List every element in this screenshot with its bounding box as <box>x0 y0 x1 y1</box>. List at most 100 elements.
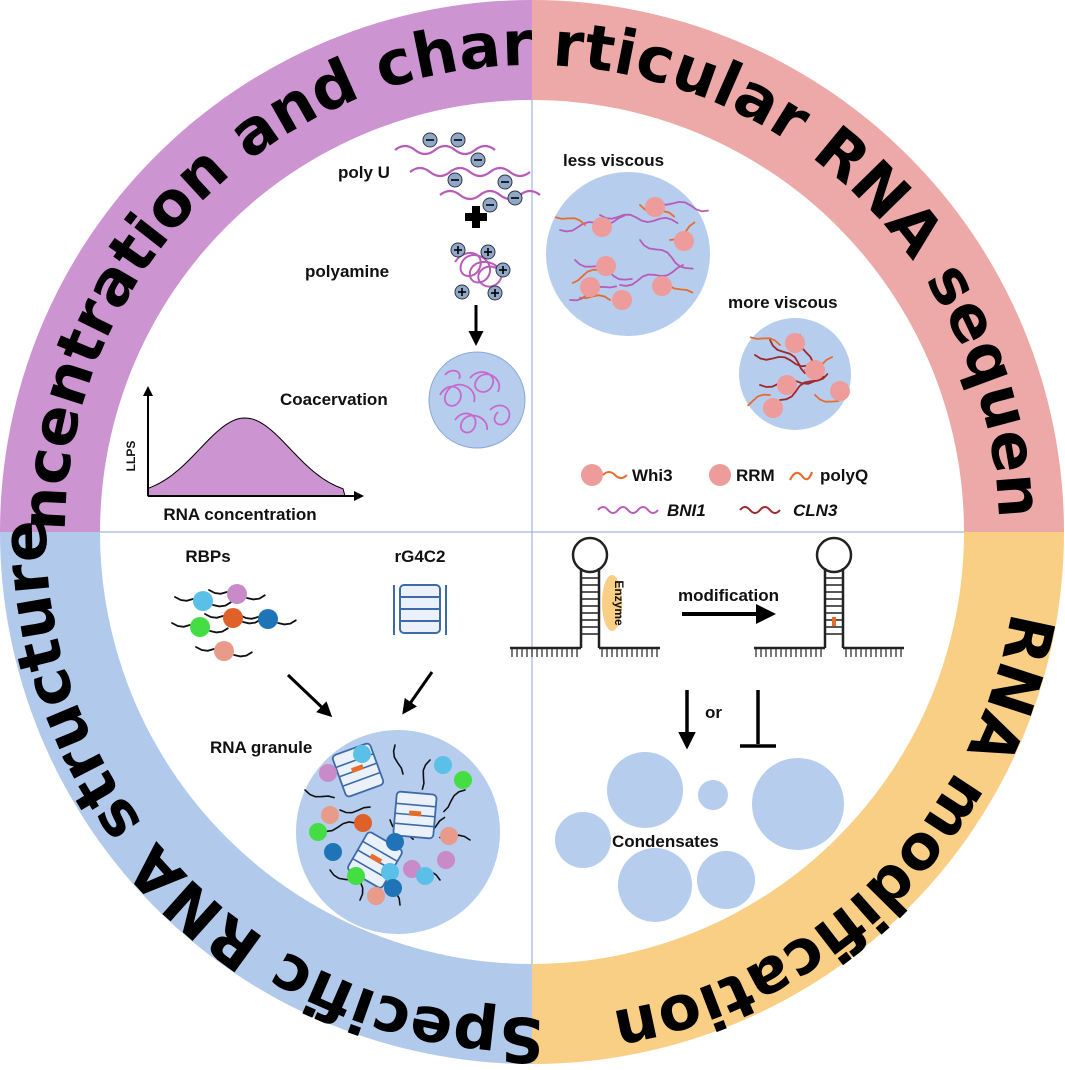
legend-polyq-label: polyQ <box>820 466 868 485</box>
negative-charge-icon <box>482 197 498 213</box>
label-rna-granule: RNA granule <box>210 738 312 757</box>
rbp-protein-icon <box>324 843 342 861</box>
condensate-droplets <box>555 752 844 922</box>
coacervate-droplet <box>428 351 526 449</box>
enzyme-icon <box>602 575 622 631</box>
less-viscous-molecules <box>554 197 709 310</box>
whi3-protein-icon <box>612 290 632 310</box>
legend: Whi3 RRM polyQ BNI1 CLN3 <box>581 464 868 520</box>
enzyme-label: Enzyme <box>612 580 626 626</box>
rbp-protein-icon <box>454 771 472 789</box>
inhibition-bar-icon <box>740 690 776 748</box>
rbp-protein-icon <box>386 833 404 851</box>
plus-sign-icon <box>465 206 487 228</box>
legend-rrm-icon <box>709 464 731 486</box>
legend-cln3-label: CLN3 <box>793 501 838 520</box>
positive-charge-icon <box>495 262 511 278</box>
legend-bni1-label: BNI1 <box>667 501 706 520</box>
legend-cln3-icon <box>739 506 781 514</box>
legend-whi3-tail-icon <box>602 471 628 479</box>
coacervate-tangles <box>439 369 511 434</box>
whi3-protein-icon <box>674 231 694 251</box>
rbp-protein-icon <box>321 806 339 824</box>
whi3-protein-icon <box>652 276 672 296</box>
whi3-protein-icon <box>592 217 612 237</box>
more-viscous-molecules <box>747 333 850 418</box>
positive-charge-icon <box>480 244 496 260</box>
rna-hairpin-modified <box>754 536 904 657</box>
negative-charge-icon <box>450 132 466 148</box>
rbp-protein-icon <box>381 863 399 881</box>
rbp-protein-icon <box>354 814 372 832</box>
rbp-protein-icon <box>437 851 455 869</box>
negative-charges <box>422 132 523 213</box>
positive-charge-icon <box>454 284 470 300</box>
whi3-protein-icon <box>785 333 805 353</box>
rbp-protein-icon <box>258 609 278 629</box>
arrow-rbps-to-granule <box>286 673 333 718</box>
whi3-protein-icon <box>777 375 797 395</box>
rbp-protein-icon <box>440 827 458 845</box>
arrow-rg4c2-to-granule <box>402 671 434 715</box>
negative-charge-icon <box>497 174 513 190</box>
label-more-viscous: more viscous <box>728 293 838 312</box>
llps-x-label: RNA concentration <box>163 505 316 524</box>
quadrant-rna-structure: RBPs rG4C2 RNA granule <box>171 547 500 934</box>
whi3-protein-icon <box>805 360 825 380</box>
g-quadruplex-icon <box>392 790 438 840</box>
rbp-protein-icon <box>227 584 247 604</box>
modification-mark <box>832 617 836 626</box>
negative-charge-icon <box>470 152 486 168</box>
negative-charge-icon <box>422 132 438 148</box>
label-condensates: Condensates <box>612 832 719 851</box>
label-polyamine: polyamine <box>305 262 389 281</box>
llps-y-label: LLPS <box>124 441 138 472</box>
legend-rrm-label: RRM <box>736 466 775 485</box>
rbp-protein-icon <box>214 641 234 661</box>
llps-plot: LLPS RNA concentration <box>124 386 364 524</box>
g-quadruplex-icon <box>331 742 385 798</box>
legend-polyq-icon <box>789 471 814 481</box>
label-less-viscous: less viscous <box>563 151 664 170</box>
granule-contents <box>304 742 472 906</box>
polyamine-coil <box>454 252 503 288</box>
whi3-protein-icon <box>830 381 850 401</box>
g-quadruplex-icon <box>393 584 447 635</box>
rbp-protein-icon <box>434 756 452 774</box>
rbp-protein-icon <box>190 617 210 637</box>
whi3-protein-icon <box>763 398 783 418</box>
legend-bni1-icon <box>597 506 659 514</box>
positive-charge-icon <box>487 285 503 301</box>
rbp-protein-icon <box>416 867 434 885</box>
label-modification: modification <box>678 586 779 605</box>
label-rg4c2: rG4C2 <box>394 547 445 566</box>
whi3-protein-icon <box>645 197 665 217</box>
rbp-protein-icon <box>309 823 327 841</box>
negative-charge-icon <box>507 190 523 206</box>
negative-charge-icon <box>447 172 463 188</box>
llps-curve <box>147 417 346 497</box>
quadrant-rna-modification: Enzyme modification or Condensates <box>510 536 904 922</box>
rna-hairpin-unmodified <box>510 536 660 657</box>
rbp-protein-icon <box>384 879 402 897</box>
quadrant-rna-sequence: less viscous more viscous Whi3 RRM polyQ… <box>546 151 868 520</box>
rbp-protein-icon <box>347 867 365 885</box>
legend-whi3-label: Whi3 <box>632 466 673 485</box>
whi3-protein-icon <box>580 277 600 297</box>
whi3-protein-icon <box>596 256 616 276</box>
quadrant-concentration-charge: poly U polyamine Coacervation <box>124 132 541 524</box>
label-rbps: RBPs <box>185 547 230 566</box>
rbp-protein-icon <box>223 608 243 628</box>
rbp-protein-icon <box>193 591 213 611</box>
rbp-protein-icon <box>353 745 371 763</box>
positive-charge-icon <box>450 242 466 258</box>
label-poly-u: poly U <box>338 163 390 182</box>
label-or: or <box>705 703 722 722</box>
rbp-protein-icon <box>367 887 385 905</box>
positive-charges <box>450 242 511 301</box>
poly-u-strands <box>394 144 541 201</box>
rbp-protein-icon <box>319 764 337 782</box>
less-viscous-droplet <box>546 172 710 336</box>
